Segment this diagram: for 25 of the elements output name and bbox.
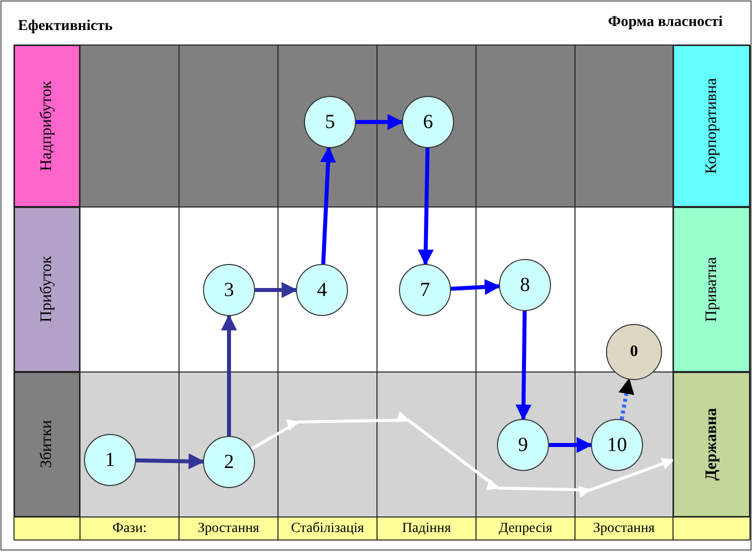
axis-title: Ефективність (18, 18, 113, 35)
dashed-arrow (618, 378, 634, 420)
arrow (549, 437, 593, 453)
arrow (221, 314, 237, 436)
arrow (356, 114, 404, 130)
phase-label: Стабілізація (290, 521, 364, 537)
row-header: Надприбуток (14, 45, 80, 207)
row-header: Корпоративна (673, 45, 750, 207)
row-header: Державна (673, 372, 750, 517)
row-header: Збитки (14, 372, 80, 517)
arrow (320, 146, 336, 264)
arrow (450, 279, 501, 295)
arrow (516, 310, 532, 421)
arrow (250, 411, 674, 498)
axis-title: Форма власності (608, 14, 723, 31)
row-header: Прибуток (14, 207, 80, 372)
phase-label: Зростання (593, 521, 655, 537)
row-title: Фази: (112, 521, 147, 537)
phase-label: Депресія (498, 521, 552, 537)
phase-label: Падіння (402, 521, 451, 537)
arrow (136, 453, 205, 470)
phase-label: Зростання (198, 521, 260, 537)
arrow (418, 148, 434, 266)
arrow (255, 282, 298, 298)
row-header: Приватна (673, 207, 750, 372)
